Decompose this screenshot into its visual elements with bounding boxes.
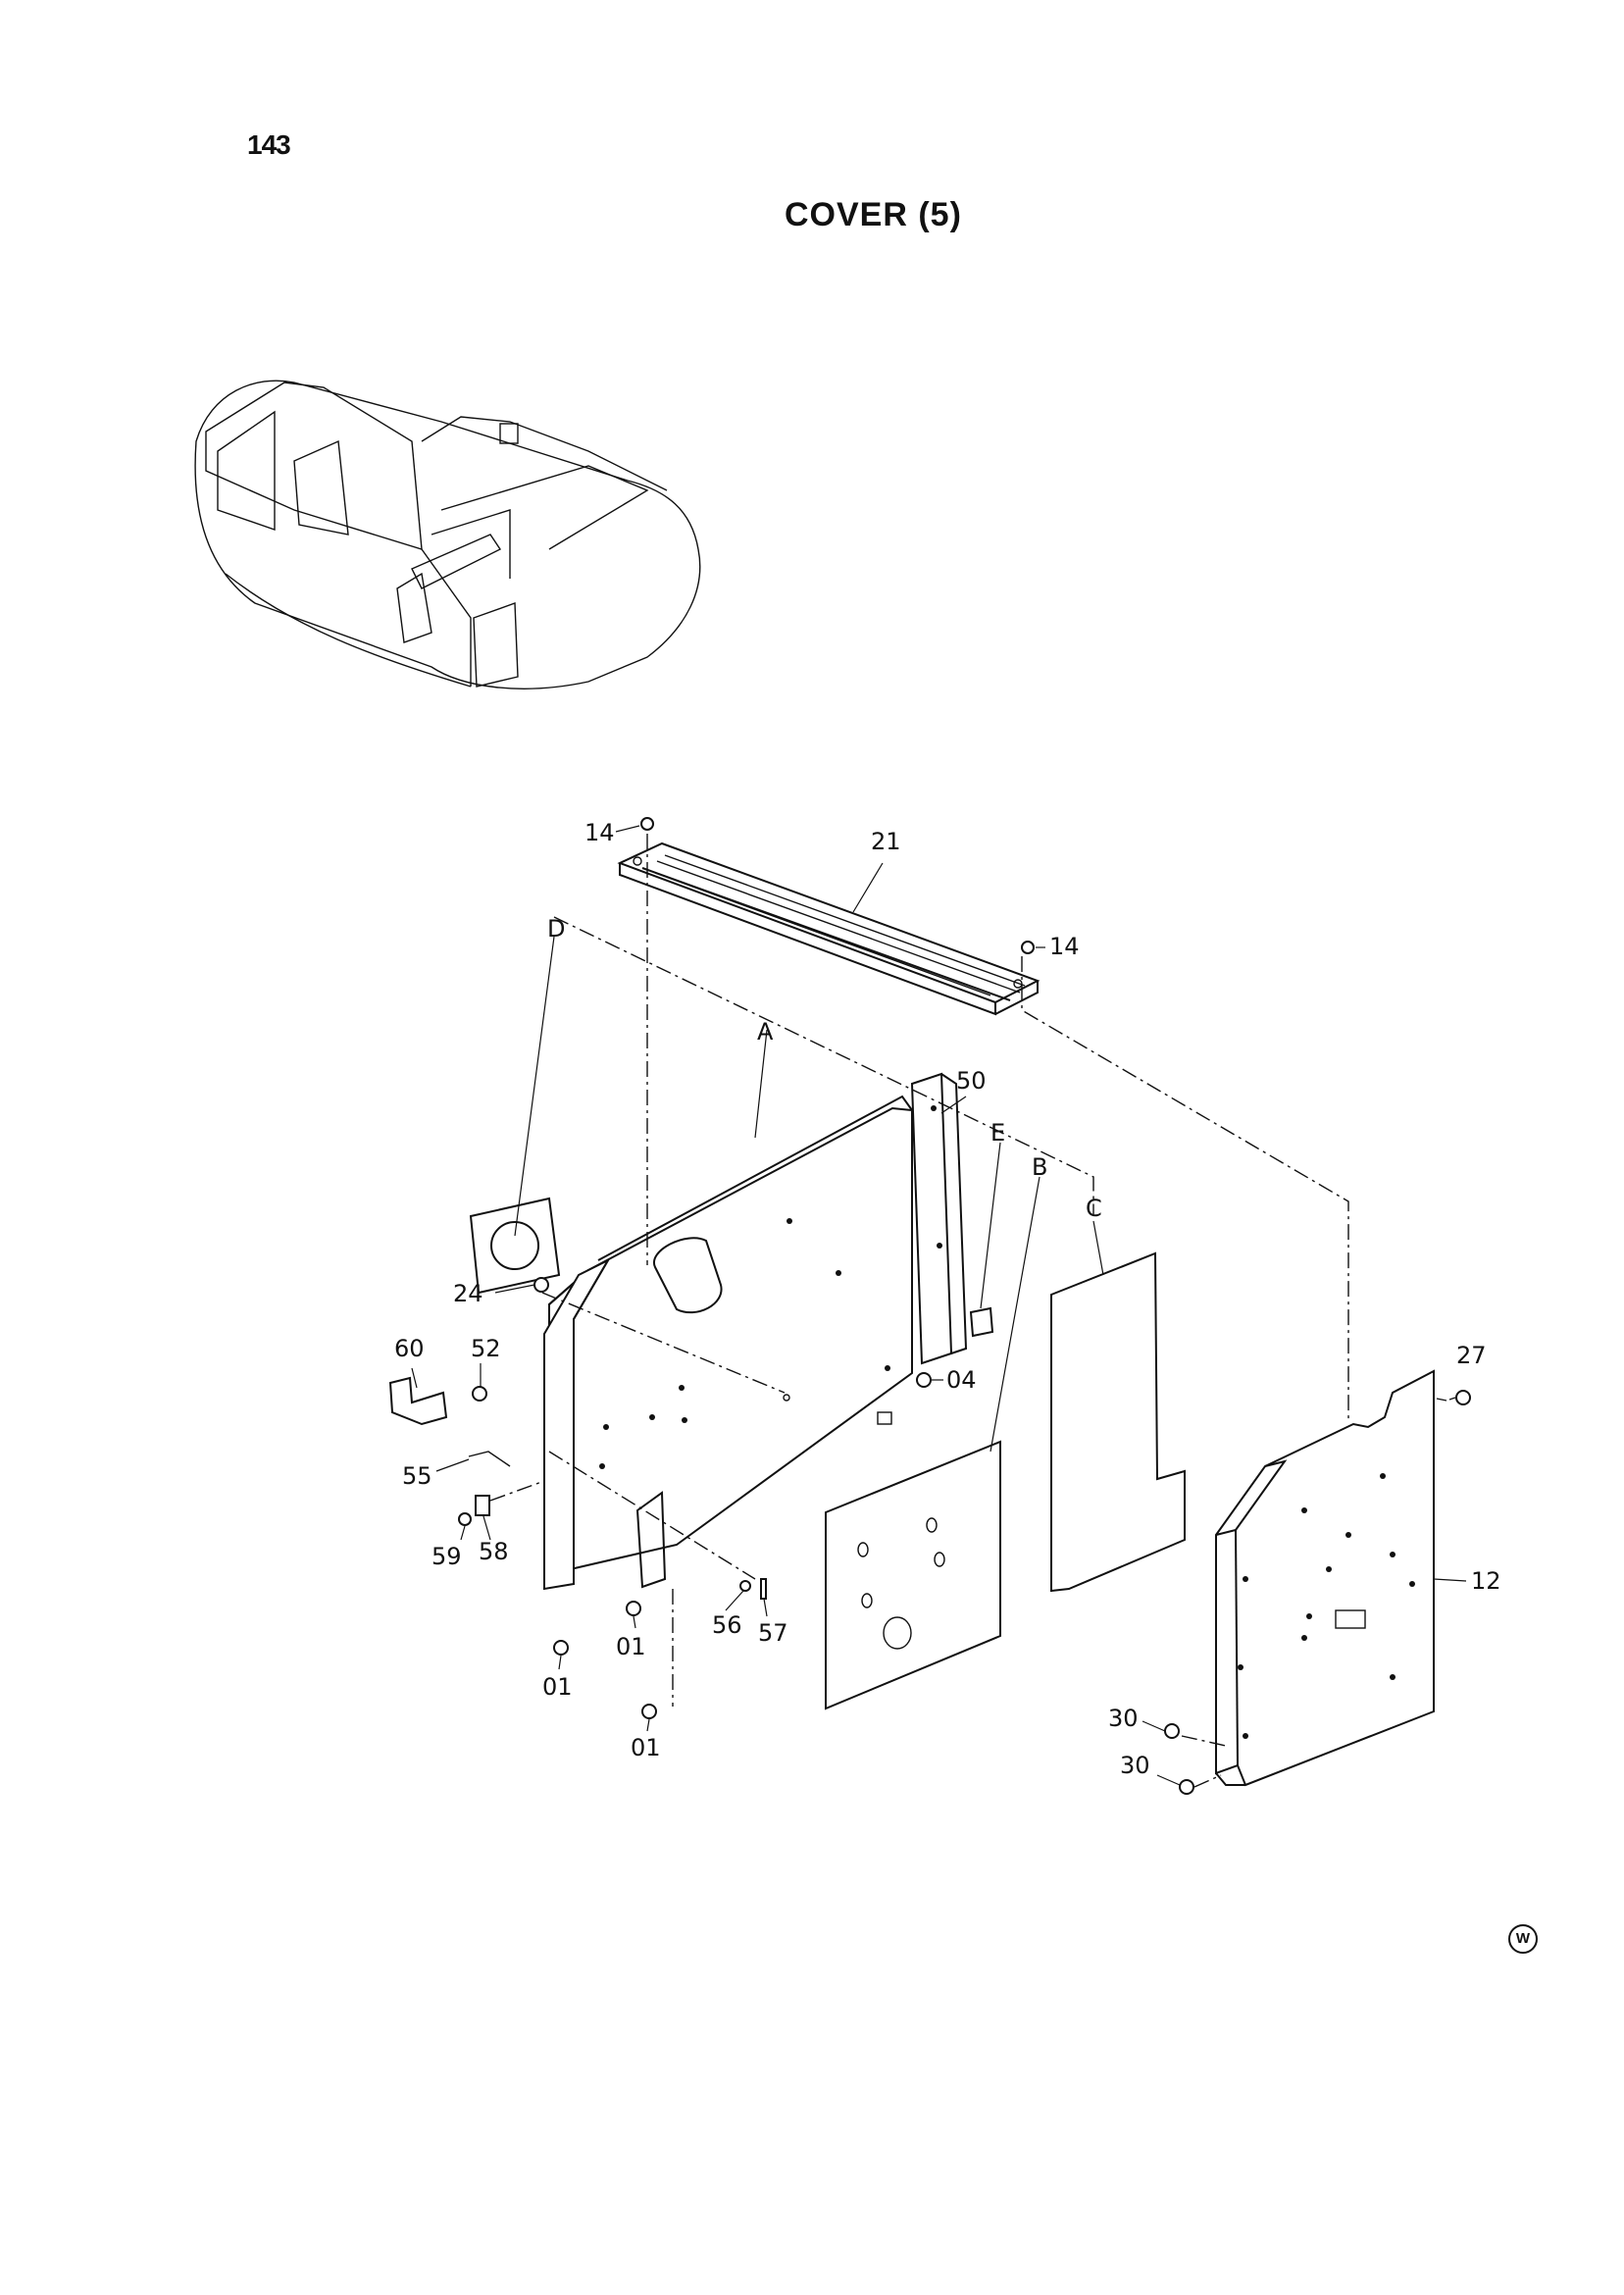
callout-14-top-right: 14 bbox=[1049, 933, 1080, 960]
callout-01-left: 01 bbox=[542, 1673, 573, 1701]
callout-58: 58 bbox=[479, 1538, 509, 1565]
callout-ref-A: A bbox=[757, 1018, 774, 1046]
page-number: 143 bbox=[247, 129, 291, 160]
callout-56: 56 bbox=[712, 1611, 742, 1639]
insulation-C bbox=[1050, 1251, 1186, 1593]
callout-ref-C: C bbox=[1086, 1195, 1102, 1222]
insulation-B bbox=[825, 1440, 1001, 1710]
gasket-D bbox=[469, 1197, 561, 1295]
callout-60: 60 bbox=[394, 1335, 425, 1362]
callout-52: 52 bbox=[471, 1335, 501, 1362]
block-E bbox=[969, 1306, 994, 1338]
callout-27: 27 bbox=[1456, 1342, 1487, 1369]
callout-12: 12 bbox=[1471, 1567, 1501, 1595]
callout-30-lower: 30 bbox=[1120, 1752, 1150, 1779]
callout-30-upper: 30 bbox=[1108, 1705, 1139, 1732]
top-plate-21 bbox=[617, 842, 1040, 1016]
callout-14-top-left: 14 bbox=[584, 819, 615, 846]
callout-50: 50 bbox=[956, 1067, 987, 1095]
leader-lines bbox=[411, 825, 1467, 1786]
main-side-panel bbox=[543, 1095, 913, 1591]
callout-04: 04 bbox=[946, 1366, 977, 1394]
bracket-60 bbox=[388, 1376, 448, 1426]
callout-57: 57 bbox=[758, 1619, 788, 1647]
edition-mark: W bbox=[1508, 1924, 1538, 1954]
callout-labels: 14 14 21 D A 50 E B C 24 60 52 04 27 55 … bbox=[394, 819, 1501, 1779]
bolts bbox=[458, 817, 1471, 1795]
right-cover-12 bbox=[1215, 1369, 1435, 1787]
assembly-lines bbox=[489, 834, 1447, 1788]
callout-59: 59 bbox=[431, 1543, 462, 1570]
bracket-50 bbox=[910, 1072, 968, 1365]
callout-01-bottom: 01 bbox=[631, 1734, 661, 1761]
callout-55: 55 bbox=[402, 1462, 432, 1490]
callout-24: 24 bbox=[453, 1280, 483, 1307]
callout-21: 21 bbox=[871, 828, 901, 855]
page-title: COVER (5) bbox=[785, 196, 962, 233]
machine-overview-illustration bbox=[194, 380, 701, 689]
callout-ref-D: D bbox=[547, 915, 565, 943]
callout-ref-E: E bbox=[990, 1119, 1005, 1147]
callout-ref-B: B bbox=[1032, 1153, 1047, 1181]
callout-01-middle: 01 bbox=[616, 1633, 646, 1660]
